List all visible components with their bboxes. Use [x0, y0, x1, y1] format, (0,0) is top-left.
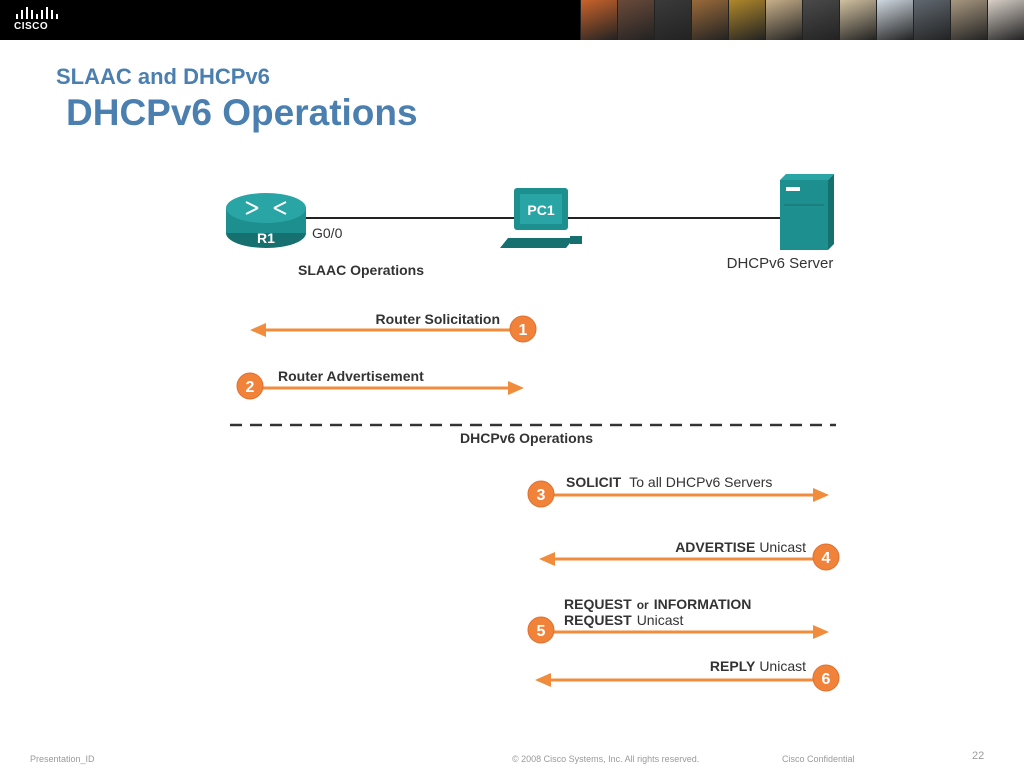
slaac-heading: SLAAC Operations [298, 262, 424, 278]
header-bar: CISCO [0, 0, 1024, 40]
step-6-badge [812, 664, 840, 692]
header-photo [765, 0, 802, 40]
cisco-logo-text: CISCO [14, 21, 49, 32]
step-2-badge [236, 372, 264, 400]
step-2-message: Router Advertisement 2 [236, 368, 524, 400]
photo-strip [580, 0, 1024, 40]
step-1-message: Router Solicitation 1 [250, 311, 537, 343]
header-photo [654, 0, 691, 40]
header-photo [876, 0, 913, 40]
dhcpv6-server-icon [780, 174, 834, 250]
step-3-number: 3 [537, 487, 546, 504]
pc1-icon: PC1 [500, 188, 582, 248]
step-1-number: 1 [519, 322, 528, 339]
step-1-badge [509, 315, 537, 343]
header-photo [987, 0, 1024, 40]
header-photo [580, 0, 617, 40]
step-1-label: Router Solicitation [376, 311, 500, 327]
step-5-number: 5 [537, 623, 546, 640]
footer-confidential: Cisco Confidential [782, 754, 855, 764]
dhcpv6-heading: DHCPv6 Operations [460, 430, 593, 446]
slide-subtitle: SLAAC and DHCPv6 [56, 64, 270, 89]
footer-copyright: © 2008 Cisco Systems, Inc. All rights re… [512, 754, 700, 764]
pc-label: PC1 [527, 202, 554, 218]
header-photo [691, 0, 728, 40]
header-photo [839, 0, 876, 40]
step-2-number: 2 [246, 379, 255, 396]
step-3-badge [527, 480, 555, 508]
server-label: DHCPv6 Server [727, 255, 834, 272]
router-label: R1 [257, 230, 275, 246]
interface-label: G0/0 [312, 225, 343, 241]
cisco-logo: CISCO [14, 6, 64, 34]
footer-presentation-id: Presentation_ID [30, 754, 95, 764]
footer-page-number: 22 [972, 750, 985, 762]
step-4-number: 4 [822, 550, 831, 567]
step-2-label: Router Advertisement [278, 368, 424, 384]
step-4-badge [812, 543, 840, 571]
header-photo [802, 0, 839, 40]
cisco-bars-icon [16, 7, 58, 19]
step-6-number: 6 [822, 671, 831, 688]
header-photo [913, 0, 950, 40]
header-photo [950, 0, 987, 40]
header-photo [617, 0, 654, 40]
router-r1-icon: R1 [226, 193, 306, 248]
step-5-badge [527, 616, 555, 644]
slide-title: DHCPv6 Operations [66, 92, 418, 133]
header-photo [728, 0, 765, 40]
